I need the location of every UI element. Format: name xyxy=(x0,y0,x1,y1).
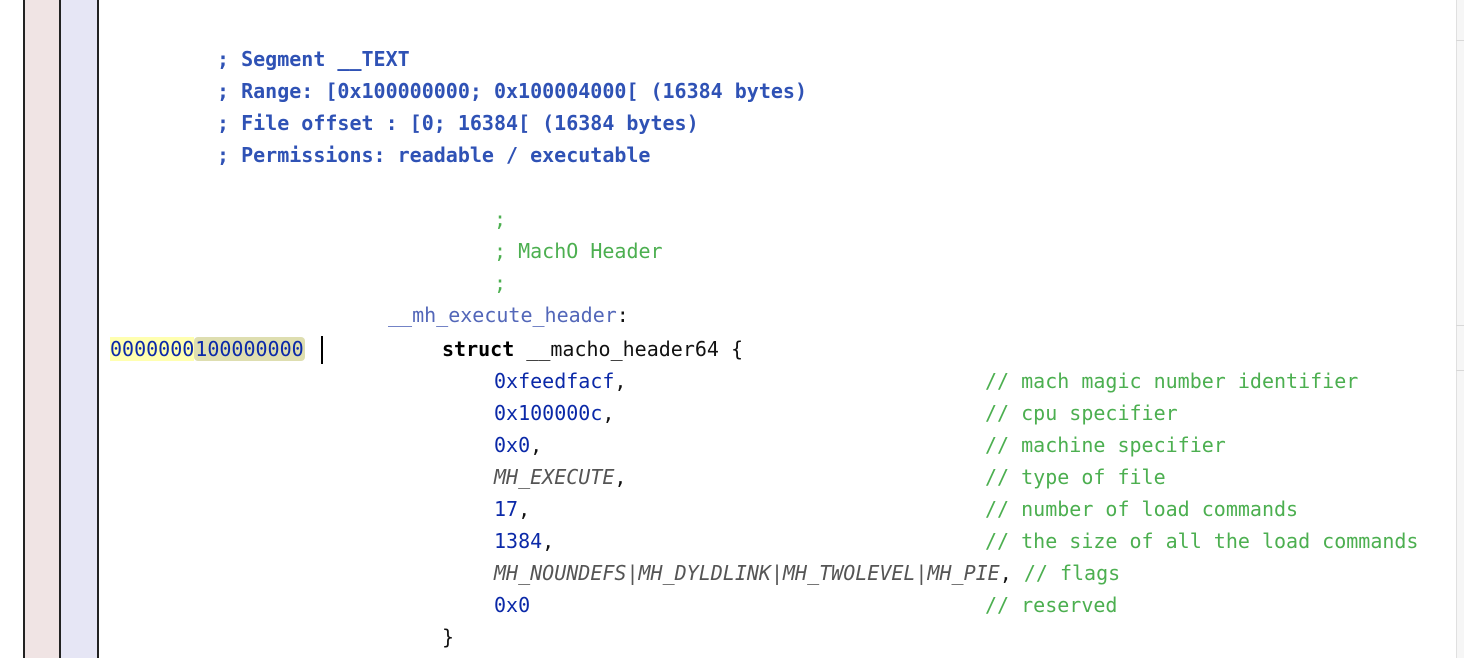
field-separator: , xyxy=(614,465,627,489)
label-colon: : xyxy=(616,303,629,327)
field-separator: , xyxy=(542,529,555,553)
vertical-scrollbar[interactable] xyxy=(1456,0,1464,658)
struct-type-name: __macho_header64 { xyxy=(514,337,744,361)
field-value: 1384 xyxy=(494,529,543,553)
text-caret xyxy=(321,336,323,364)
field-separator: , xyxy=(614,369,627,393)
field-value: MH_NOUNDEFS|MH_DYLDLINK|MH_TWOLEVEL|MH_P… xyxy=(494,561,1000,585)
breakpoint-gutter[interactable] xyxy=(23,0,61,658)
struct-field-cputype[interactable]: 0x100000c, xyxy=(494,401,614,425)
scrollbar-marker xyxy=(1456,40,1464,41)
struct-open-line[interactable]: struct __macho_header64 { xyxy=(442,337,743,361)
struct-field-cpusubtype[interactable]: 0x0, xyxy=(494,433,542,457)
segment-name-line: ; Segment __TEXT xyxy=(217,47,410,71)
field-comment: // type of file xyxy=(985,465,1166,489)
label-line: __mh_execute_header: xyxy=(388,303,629,327)
field-value: 17 xyxy=(494,497,519,521)
scrollbar-marker xyxy=(1456,325,1464,326)
struct-close-brace: } xyxy=(442,625,455,649)
field-separator: , xyxy=(530,433,543,457)
comment-line: ; xyxy=(494,207,507,231)
field-value: MH_EXECUTE xyxy=(494,465,615,489)
field-separator: , xyxy=(518,497,531,521)
field-value: 0x0 xyxy=(494,593,531,617)
struct-field-ncmds[interactable]: 17, xyxy=(494,497,530,521)
struct-field-reserved[interactable]: 0x0 xyxy=(494,593,530,617)
macho-header-comment: ; MachO Header xyxy=(494,239,663,263)
field-value: 0xfeedfacf xyxy=(494,369,615,393)
symbol-label[interactable]: __mh_execute_header xyxy=(388,303,617,327)
segment-range-line: ; Range: [0x100000000; 0x100004000[ (163… xyxy=(217,79,808,103)
address-selected[interactable]: 100000000 xyxy=(194,337,305,361)
struct-field-sizeofcmds[interactable]: 1384, xyxy=(494,529,554,553)
segment-file-offset-line: ; File offset : [0; 16384[ (16384 bytes) xyxy=(217,111,699,135)
address-field[interactable]: 0000000100000000 xyxy=(110,336,305,364)
field-value: 0x100000c xyxy=(494,401,603,425)
field-comment: // cpu specifier xyxy=(985,401,1178,425)
struct-keyword: struct xyxy=(442,337,515,361)
struct-field-magic[interactable]: 0xfeedfacf, xyxy=(494,369,626,393)
segment-permissions-line: ; Permissions: readable / executable xyxy=(217,143,651,167)
field-comment: // reserved xyxy=(985,593,1118,617)
struct-field-flags[interactable]: MH_NOUNDEFS|MH_DYLDLINK|MH_TWOLEVEL|MH_P… xyxy=(494,561,1120,585)
field-separator: , xyxy=(602,401,615,425)
field-separator: , xyxy=(999,561,1012,585)
struct-field-filetype[interactable]: MH_EXECUTE, xyxy=(494,465,626,489)
field-comment: // flags xyxy=(1023,561,1121,585)
scrollbar-marker xyxy=(1456,370,1464,371)
arrow-gutter[interactable] xyxy=(61,0,99,658)
field-comment: // mach magic number identifier xyxy=(985,369,1359,393)
address-prefix: 0000000 xyxy=(110,337,195,361)
field-comment: // machine specifier xyxy=(985,433,1226,457)
field-value: 0x0 xyxy=(494,433,531,457)
field-comment: // number of load commands xyxy=(985,497,1299,521)
comment-line: ; xyxy=(494,271,507,295)
field-comment: // the size of all the load commands xyxy=(985,529,1419,553)
